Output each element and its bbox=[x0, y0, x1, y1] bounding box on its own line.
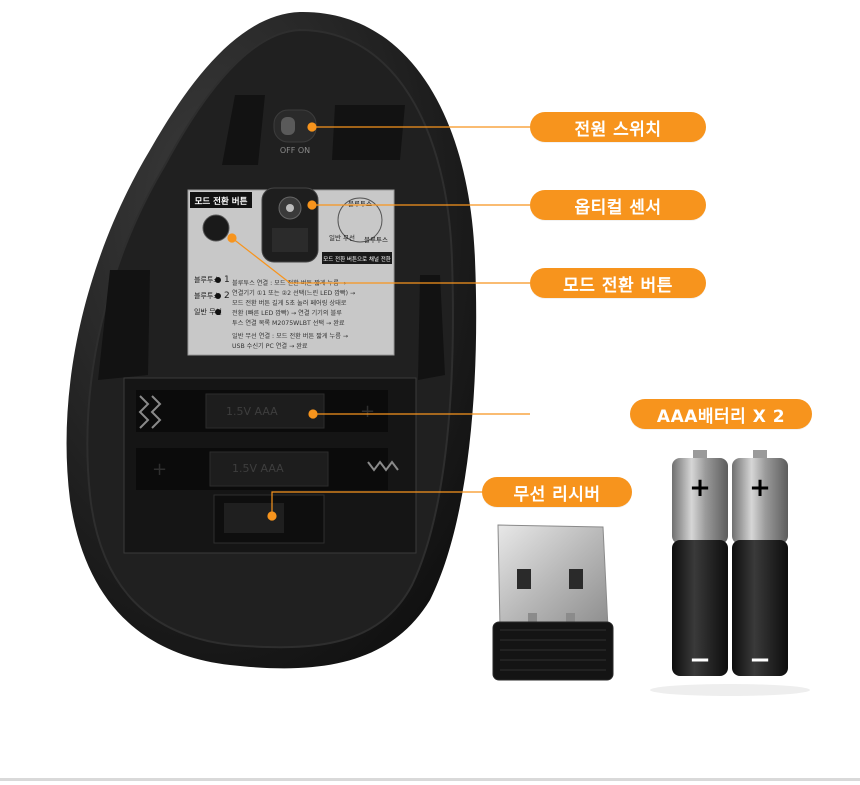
bottom-divider bbox=[0, 778, 860, 781]
mode-switch-button[interactable] bbox=[202, 214, 230, 242]
battery-plus: + bbox=[689, 473, 711, 503]
callout-receiver: 무선 리시버 bbox=[482, 477, 632, 507]
mode-list-num: 1 bbox=[224, 275, 230, 285]
power-switch[interactable]: OFF ON bbox=[273, 109, 317, 155]
instruction-line: 일반 무선 연결 : 모드 전환 버튼 짧게 누름 → bbox=[232, 332, 348, 340]
battery-minus: − bbox=[689, 645, 711, 675]
panel-title: 모드 전환 버튼 bbox=[195, 196, 248, 207]
mode-indicator-dot bbox=[215, 277, 221, 283]
aaa-battery: + − bbox=[672, 450, 728, 676]
mode-list-num: 2 bbox=[224, 291, 230, 301]
callout-optical-sensor: 옵티컬 센서 bbox=[530, 190, 706, 220]
mouse-foot bbox=[332, 105, 405, 160]
instruction-block: 블루투스 연결 : 모드 전환 버튼 짧게 누름 → 연결기기 ①1 또는 ②2… bbox=[232, 279, 355, 350]
mode-list-item: 일반 무선 bbox=[194, 307, 222, 316]
instruction-line: 연결기기 ①1 또는 ②2 선택(느린 LED 깜빡) → bbox=[232, 289, 355, 297]
mode-list-item: 블루투스 bbox=[194, 275, 220, 284]
callout-battery: AAA배터리 X 2 bbox=[630, 399, 812, 429]
instruction-line: 투스 연결 목록 M2075WLBT 선택 → 완료 bbox=[232, 319, 345, 327]
battery-slot-text: 1.5V AAA bbox=[226, 405, 278, 418]
mouse-foot bbox=[222, 95, 265, 165]
battery-compartment: 1.5V AAA + 1.5V AAA + bbox=[123, 377, 417, 554]
aaa-battery: + − bbox=[732, 450, 788, 676]
optical-sensor bbox=[261, 187, 319, 263]
callout-power-switch: 전원 스위치 bbox=[530, 112, 706, 142]
mode-diagram-bt1: 블루투스 bbox=[348, 200, 372, 208]
mouse-foot bbox=[98, 270, 150, 380]
callout-lines bbox=[227, 122, 530, 521]
mode-diagram-wireless: 일반 무선 bbox=[329, 233, 355, 242]
instruction-line: 모드 전환 버튼 길게 5초 눌러 페어링 상태로 bbox=[232, 299, 347, 307]
mode-list-item: 블루투스 bbox=[194, 291, 220, 300]
mode-list: 블루투스 1 블루투스 2 일반 무선 bbox=[194, 275, 230, 316]
mode-indicator-dot bbox=[215, 309, 221, 315]
mode-diagram-bt2: 블루투스 bbox=[364, 236, 388, 244]
instruction-line: USB 수신기 PC 연결 → 완료 bbox=[232, 342, 308, 350]
usb-receiver bbox=[492, 524, 614, 681]
plus-sign: + bbox=[152, 459, 167, 480]
power-switch-caption: OFF ON bbox=[280, 146, 310, 155]
battery-slot-text: 1.5V AAA bbox=[232, 462, 284, 475]
instruction-line: 전환 (빠른 LED 깜빡) → 연결 기기의 블루 bbox=[232, 309, 342, 317]
battery-shadow bbox=[650, 684, 810, 696]
mode-diagram-caption: 모드 전환 버튼으로 채널 전환 bbox=[323, 255, 391, 263]
plus-sign: + bbox=[360, 401, 375, 422]
battery-plus: + bbox=[749, 473, 771, 503]
mouse-foot bbox=[418, 275, 445, 380]
mode-indicator-dot bbox=[215, 293, 221, 299]
battery-minus: − bbox=[749, 645, 771, 675]
mode-diagram: 블루투스 블루투스 일반 무선 모드 전환 버튼으로 채널 전환 bbox=[322, 197, 392, 264]
callout-mode-button: 모드 전환 버튼 bbox=[530, 268, 706, 298]
